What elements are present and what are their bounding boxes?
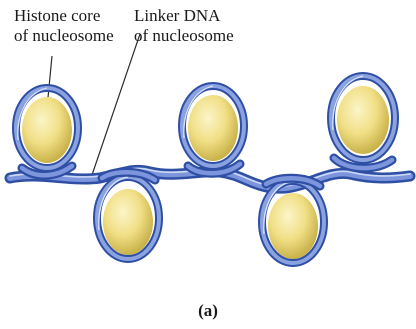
- nucleosome-1: [16, 88, 78, 168]
- linker-dna-label: Linker DNA of nucleosome: [134, 6, 234, 46]
- histone-core-1: [22, 97, 72, 163]
- linker-dna-label-line-2: of nucleosome: [134, 26, 234, 46]
- nucleosome-3: [182, 86, 244, 166]
- histone-core-label-line-1: Histone core: [14, 6, 114, 26]
- nucleosome-2: [97, 177, 159, 259]
- histone-core-label-line-2: of nucleosome: [14, 26, 114, 46]
- histone-core-4: [268, 193, 318, 259]
- histone-core-label: Histone core of nucleosome: [14, 6, 114, 46]
- histone-core-2: [103, 189, 153, 255]
- histone-core-3: [188, 95, 238, 161]
- linker-dna-label-line-1: Linker DNA: [134, 6, 234, 26]
- nucleosome-4: [262, 181, 324, 263]
- linker-dna-leader-line: [92, 34, 140, 175]
- panel-label: (a): [0, 301, 416, 321]
- histone-core-5: [337, 86, 389, 154]
- nucleosome-5: [331, 76, 395, 160]
